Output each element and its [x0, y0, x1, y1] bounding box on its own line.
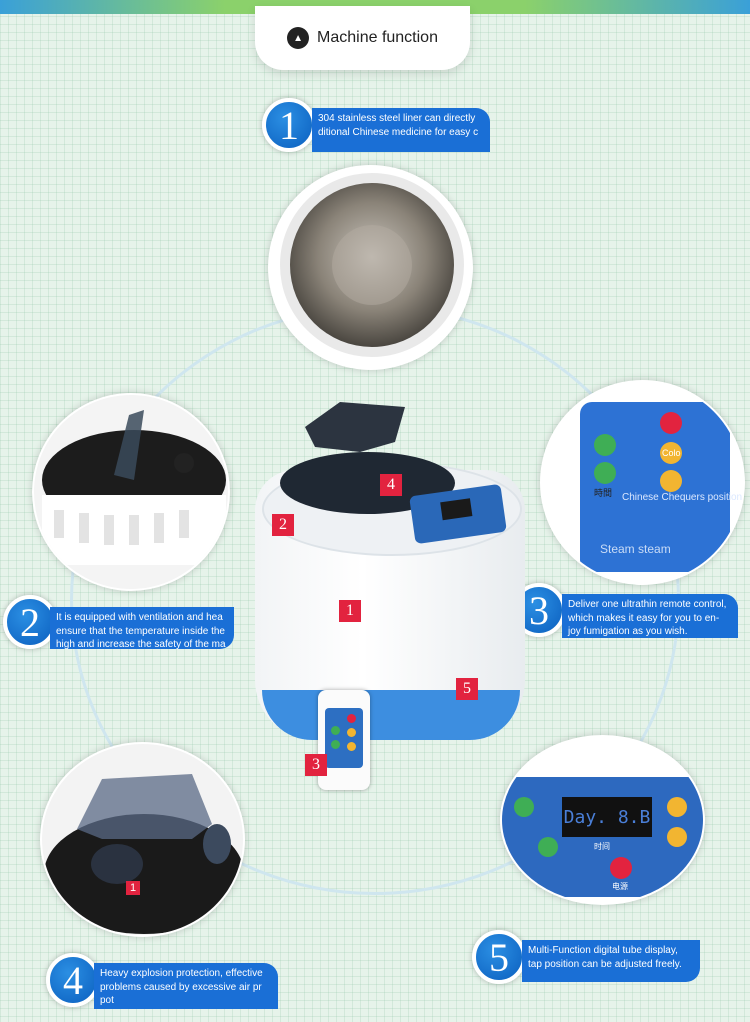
lid-closeup: 1: [40, 742, 245, 937]
remote-position-icon: [347, 742, 356, 751]
feature-4-line-3: pot: [100, 995, 114, 1006]
remote-face: Colo 時間 Chinese Chequers position Steam …: [580, 402, 742, 572]
digital-display-value: Day. 8.B: [563, 806, 651, 828]
digital-display: Day. 8.B: [562, 797, 652, 837]
feature-1-line-1: 304 stainless steel liner can directly: [318, 113, 476, 124]
color-button-icon: [660, 442, 682, 464]
feature-3-line-1: Deliver one ultrathin remote control,: [568, 599, 727, 610]
steel-pot-image: [280, 173, 464, 357]
machine-tag-4: 4: [380, 474, 402, 496]
feature-1-caption: 304 stainless steel liner can directly d…: [312, 108, 490, 152]
remote-label-position: Chinese Chequers position: [622, 492, 743, 503]
feature-1-badge: 1: [262, 98, 316, 152]
panel-label-power: 电源: [612, 882, 628, 891]
lid-closeup-tag: 1: [126, 881, 140, 895]
page-title: Machine function: [317, 29, 438, 46]
machine-base: [262, 690, 520, 740]
panel-label-time: 时间: [594, 842, 610, 851]
remote-down-icon: [331, 740, 340, 749]
feature-1-line-2: ditional Chinese medicine for easy c: [318, 126, 479, 138]
feature-3-caption: Deliver one ultrathin remote control, wh…: [562, 594, 738, 638]
panel-position-button-icon: [667, 827, 687, 847]
panel-up-button-icon: [514, 797, 534, 817]
feature-2-badge: 2: [3, 595, 57, 649]
panel-closeup: Day. 8.B 时间 电源: [500, 735, 705, 905]
machine-tag-1: 1: [339, 600, 361, 622]
feature-3-line-2: which makes it easy for you to en-: [568, 612, 720, 624]
feature-2-line-3: high and increase the safety of the ma: [56, 639, 226, 649]
feature-2-caption: It is equipped with ventilation and hea …: [50, 607, 234, 649]
feature-5-line-2: tap position can be adjusted freely.: [528, 958, 682, 970]
feature-2-line-1: It is equipped with ventilation and hea: [56, 612, 223, 623]
panel-down-button-icon: [538, 837, 558, 857]
position-button-icon: [660, 470, 682, 492]
triangle-up-icon: ▲: [287, 27, 310, 49]
up-button-icon: [594, 434, 616, 456]
machine-tag-5: 5: [456, 678, 478, 700]
feature-4-line-1: Heavy explosion protection, effective: [100, 968, 263, 979]
lid-handle-image: [305, 402, 405, 452]
feature-5-caption: Multi-Function digital tube display, tap…: [522, 940, 700, 982]
remote-power-icon: [347, 714, 356, 723]
remote-closeup: Colo 時間 Chinese Chequers position Steam …: [540, 380, 745, 585]
control-panel-face: Day. 8.B 时间 电源: [502, 777, 703, 897]
remote-up-icon: [331, 726, 340, 735]
remote-keypad: [325, 708, 363, 768]
panel-power-button-icon: [610, 857, 632, 879]
feature-4-line-2: problems caused by excessive air pr: [100, 981, 262, 993]
feature-4-caption: Heavy explosion protection, effective pr…: [94, 963, 278, 1009]
feature-3-line-3: joy fumigation as you wish.: [568, 626, 688, 637]
power-button-icon: [660, 412, 682, 434]
pressure-lid-image: [42, 744, 243, 935]
feature-5-line-1: Multi-Function digital tube display,: [528, 945, 678, 956]
machine-tag-3: 3: [305, 754, 327, 776]
section-header: ▲ Machine function: [255, 6, 470, 70]
ventilation-closeup: [32, 393, 230, 591]
machine-display: [440, 498, 473, 521]
feature-5-badge: 5: [472, 930, 526, 984]
feature-2-line-2: ensure that the temperature inside the: [56, 625, 225, 637]
remote-label-color: Colo: [662, 448, 681, 458]
machine-tag-2: 2: [272, 514, 294, 536]
ventilation-lid-image: [34, 395, 228, 589]
remote-label-steam: Steam steam: [600, 542, 671, 556]
panel-color-button-icon: [667, 797, 687, 817]
down-button-icon: [594, 462, 616, 484]
remote-label-time: 時間: [594, 488, 613, 498]
remote-color-icon: [347, 728, 356, 737]
liner-closeup: [268, 165, 473, 370]
feature-4-badge: 4: [46, 953, 100, 1007]
